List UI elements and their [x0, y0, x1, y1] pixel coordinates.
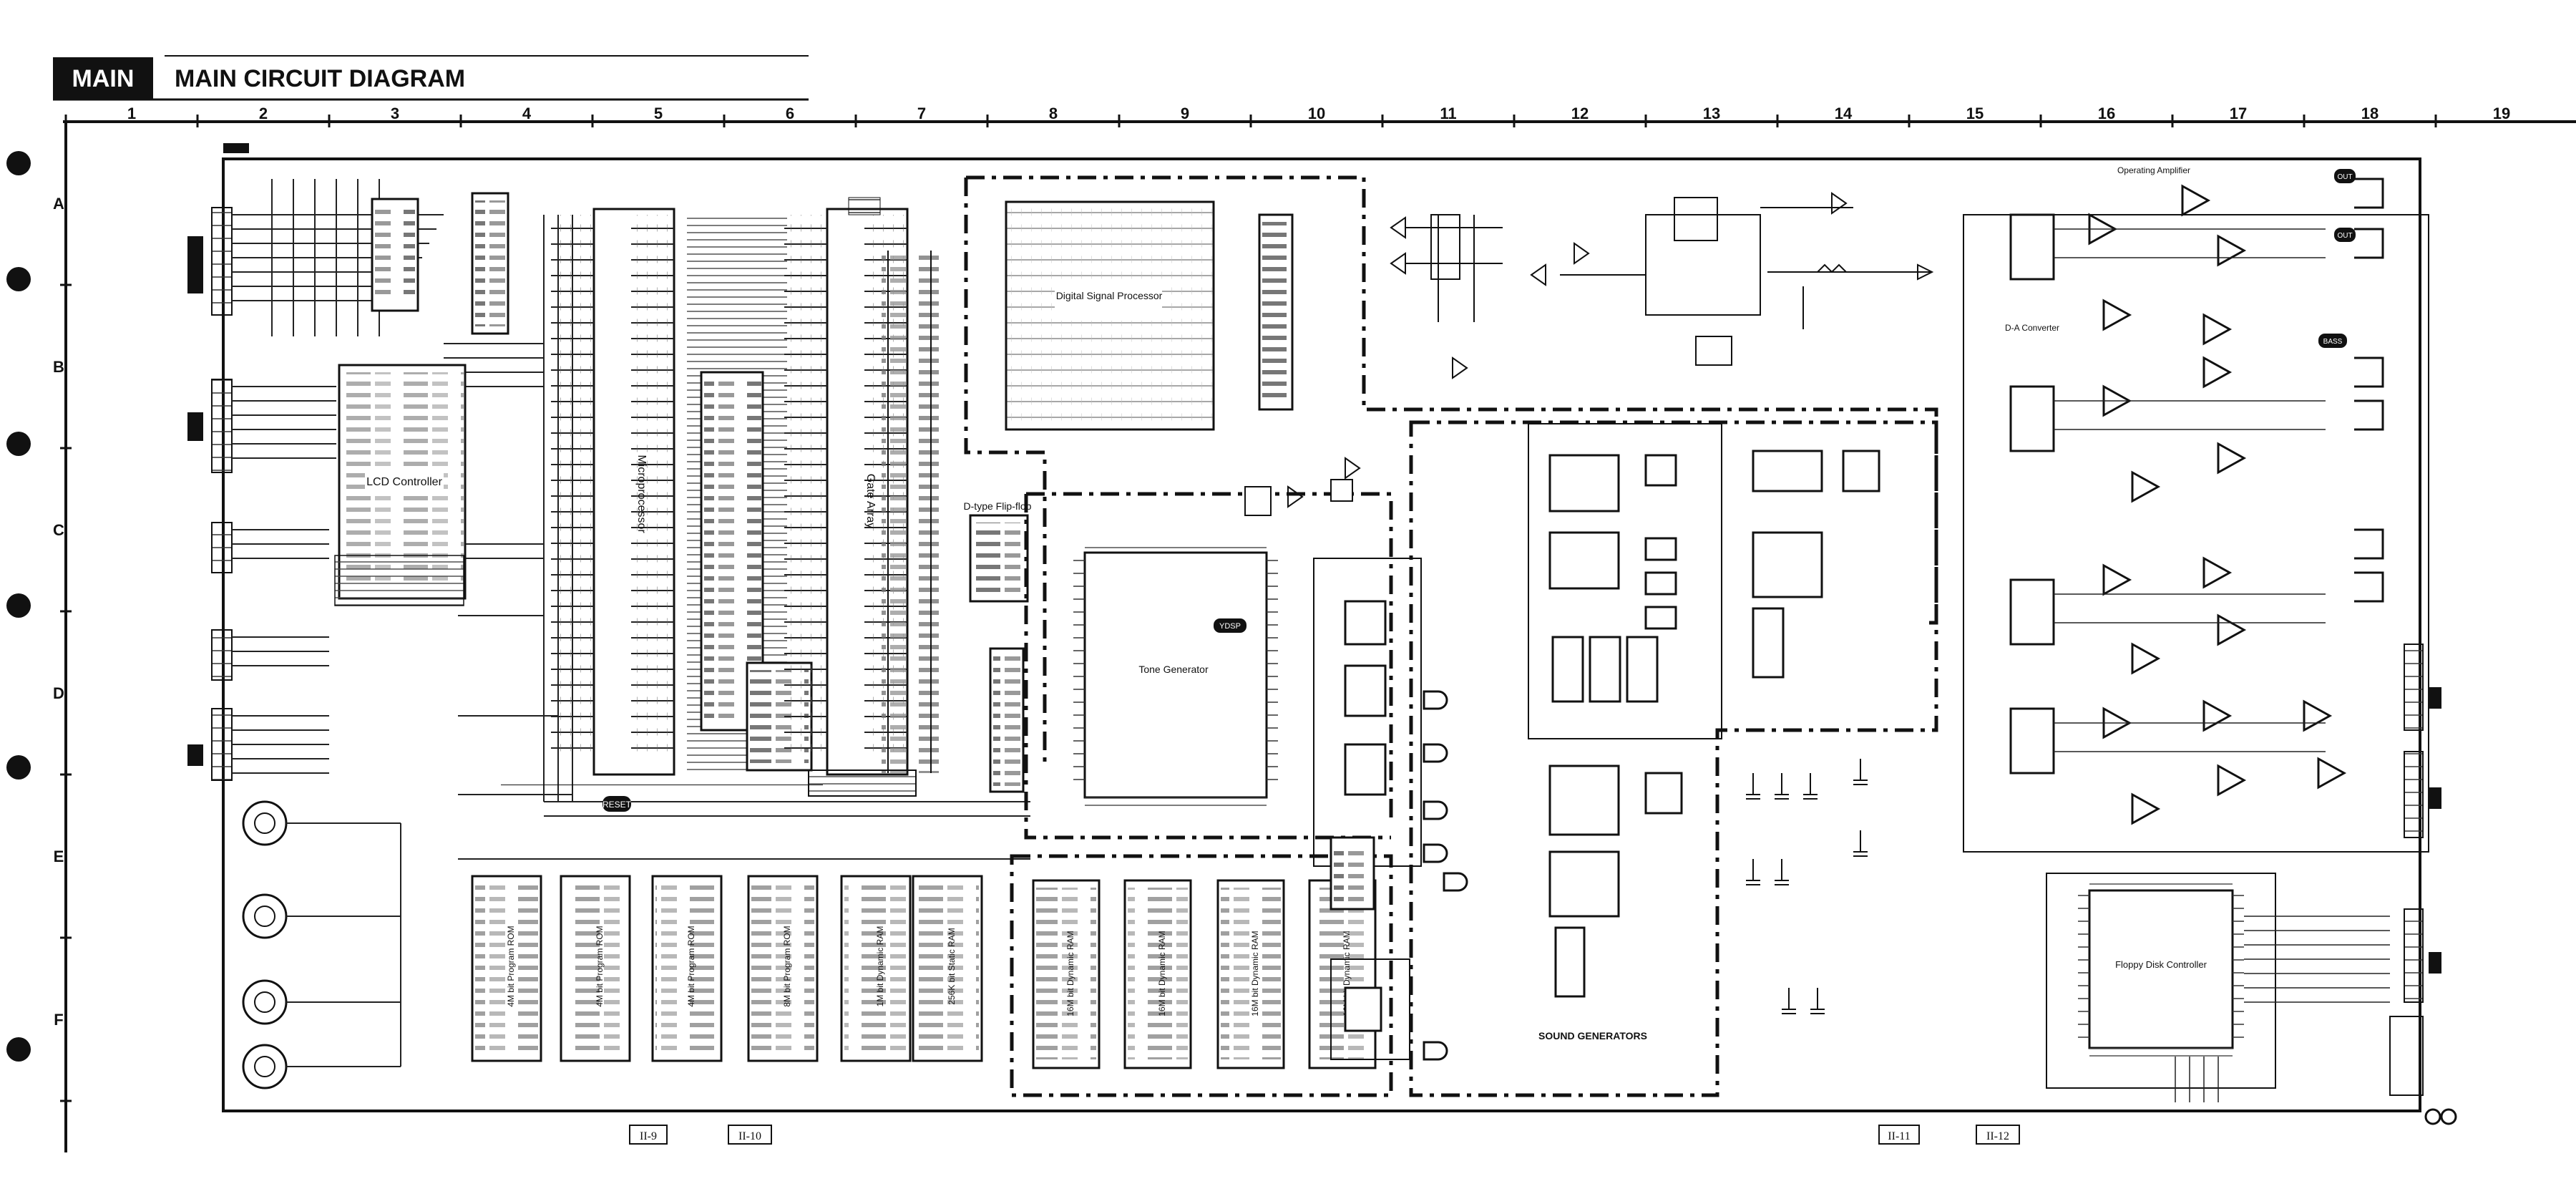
- opamp-symbol: [2217, 442, 2247, 475]
- column-label: 17: [2230, 105, 2247, 122]
- microprocessor-label: Microprocessor: [635, 455, 648, 533]
- opamp-symbol: [2131, 792, 2161, 825]
- row-label: D: [53, 684, 64, 702]
- section-badge-text: MAIN: [72, 65, 135, 92]
- lcd-controller-block: LCD Controller: [334, 364, 467, 606]
- column-label: 13: [1703, 105, 1720, 122]
- page-ref-ii-11: II-11: [1888, 1130, 1910, 1142]
- tone-clock-badge: YDSP: [1219, 622, 1241, 631]
- page-ref-ii-9: II-9: [640, 1130, 657, 1142]
- column-label: 3: [391, 105, 399, 122]
- column-label: 19: [2493, 105, 2510, 122]
- reset-badge: RESET: [602, 800, 632, 810]
- opamp-symbol: [2303, 699, 2333, 732]
- opamp-symbol: [2131, 470, 2161, 503]
- row-label: E: [54, 848, 64, 865]
- column-label: 10: [1308, 105, 1325, 122]
- bass-badge: BASS: [2323, 338, 2343, 346]
- rom-row: 4M bit Program ROM 4M bit Program ROM 4M b…: [471, 875, 983, 1062]
- ic38: [371, 198, 419, 312]
- rom-label: 8M bit Program ROM: [782, 926, 792, 1006]
- page-ref-ii-10: II-10: [738, 1130, 761, 1142]
- dram-label: 16M bit Dynamic RAM: [1250, 931, 1260, 1016]
- rom-label: 4M bit Program ROM: [506, 926, 516, 1006]
- rom-label: 256K bit Static RAM: [947, 928, 957, 1004]
- gate-array-signals: [882, 251, 939, 773]
- ic36: [471, 192, 509, 335]
- dsp-region: Digital Signal Processor: [964, 175, 1938, 766]
- rom-label: 1M bit Dynamic RAM: [875, 926, 885, 1007]
- opamp-symbol: [2102, 298, 2132, 331]
- opamp-symbol: [2217, 234, 2247, 267]
- opamp-symbol: [2202, 699, 2233, 732]
- binder-holes: [6, 151, 31, 1062]
- opamp-symbol: [2202, 356, 2233, 389]
- da-converter-label: D-A Converter: [2005, 323, 2059, 333]
- logic-gates-column: [1244, 457, 1468, 1061]
- ic50: [989, 647, 1025, 793]
- lcd-controller-label: LCD Controller: [366, 476, 442, 488]
- column-label: 5: [654, 105, 663, 122]
- ic-address-bank: [700, 371, 813, 772]
- out-r-badge: OUT: [2337, 232, 2352, 240]
- page-ref-ii-12: II-12: [1986, 1130, 2009, 1142]
- rom-label: 4M bit Program ROM: [686, 926, 696, 1006]
- opamp-symbol: [2102, 563, 2132, 596]
- row-ruler: A B C D E F: [53, 122, 72, 1152]
- out-l-badge: OUT: [2337, 173, 2352, 181]
- sound-generators-region: SOUND GENERATORS: [1409, 420, 1938, 1097]
- page-title: MAIN CIRCUIT DIAGRAM: [175, 65, 465, 92]
- column-label: 14: [1835, 105, 1853, 122]
- opamp-symbol: [2217, 613, 2247, 646]
- row-label: A: [53, 195, 64, 213]
- column-label: 7: [917, 105, 926, 122]
- gate-array-label: Gate Array: [864, 474, 877, 528]
- opamp-symbol: [2202, 313, 2233, 346]
- dtype-flipflop-block: D-type Flip-flop: [964, 500, 1032, 603]
- page-references: II-9 II-10 II-11 II-12: [629, 1125, 2020, 1145]
- row-label: C: [53, 521, 64, 539]
- opamp-symbol: [2202, 556, 2233, 589]
- microprocessor-block: Microprocessor RESET: [501, 208, 823, 812]
- audio-section: Operating Amplifier D-A Converter OUT OU…: [1963, 165, 2457, 1125]
- section-badge: [53, 57, 153, 99]
- operating-amplifier-label: Operating Amplifier: [2117, 165, 2190, 175]
- row-label: F: [54, 1011, 63, 1029]
- opamp-symbol: [2131, 642, 2161, 675]
- opamp-symbol: [2181, 184, 2211, 217]
- column-label: 9: [1181, 105, 1189, 122]
- tone-generator-block: Tone Generator YDSP: [1024, 492, 1393, 840]
- column-label: 2: [259, 105, 268, 122]
- left-connectors: [187, 207, 288, 1089]
- column-label: 11: [1440, 105, 1456, 122]
- top-analog-circuits: [1390, 192, 1934, 379]
- column-label: 4: [522, 105, 532, 122]
- fdc-label: Floppy Disk Controller: [2115, 959, 2207, 970]
- column-label: 8: [1049, 105, 1058, 122]
- dtype-flipflop-label: D-type Flip-flop: [964, 500, 1032, 512]
- column-label: 15: [1966, 105, 1984, 122]
- opamp-symbol: [2217, 764, 2247, 797]
- opamp-symbol: [2317, 757, 2347, 790]
- dram-label: 16M bit Dynamic RAM: [1157, 931, 1167, 1016]
- header: MAIN MAIN CIRCUIT DIAGRAM: [53, 55, 809, 101]
- sound-generators-label: SOUND GENERATORS: [1538, 1030, 1647, 1042]
- column-label: 16: [2098, 105, 2115, 122]
- dram-label: 16M bit Dynamic RAM: [1065, 931, 1075, 1016]
- fdc-block: Floppy Disk Controller: [2046, 873, 2390, 1102]
- column-label: 12: [1571, 105, 1589, 122]
- dsp-label: Digital Signal Processor: [1056, 290, 1163, 301]
- rom-label: 4M bit Program ROM: [595, 926, 605, 1006]
- row-label: B: [53, 358, 64, 376]
- tone-generator-label: Tone Generator: [1138, 664, 1209, 675]
- column-label: 6: [786, 105, 794, 122]
- column-label: 18: [2361, 105, 2379, 122]
- column-label: 1: [127, 105, 136, 122]
